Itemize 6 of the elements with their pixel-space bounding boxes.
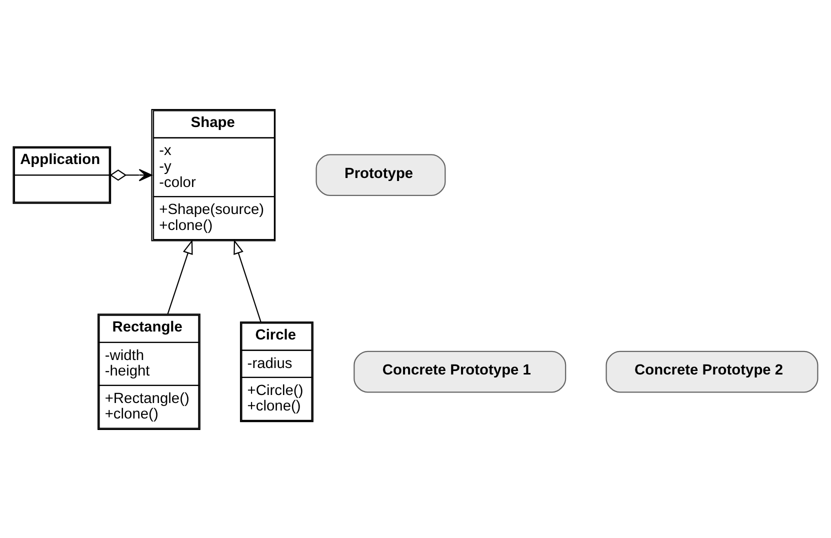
node-box: Concrete Prototype 1	[354, 350, 566, 392]
node-box: Prototype	[316, 154, 446, 196]
arrow	[167, 238, 193, 314]
arrow	[110, 168, 152, 181]
arrow	[234, 238, 262, 322]
node-box: Concrete Prototype 2	[606, 350, 818, 392]
